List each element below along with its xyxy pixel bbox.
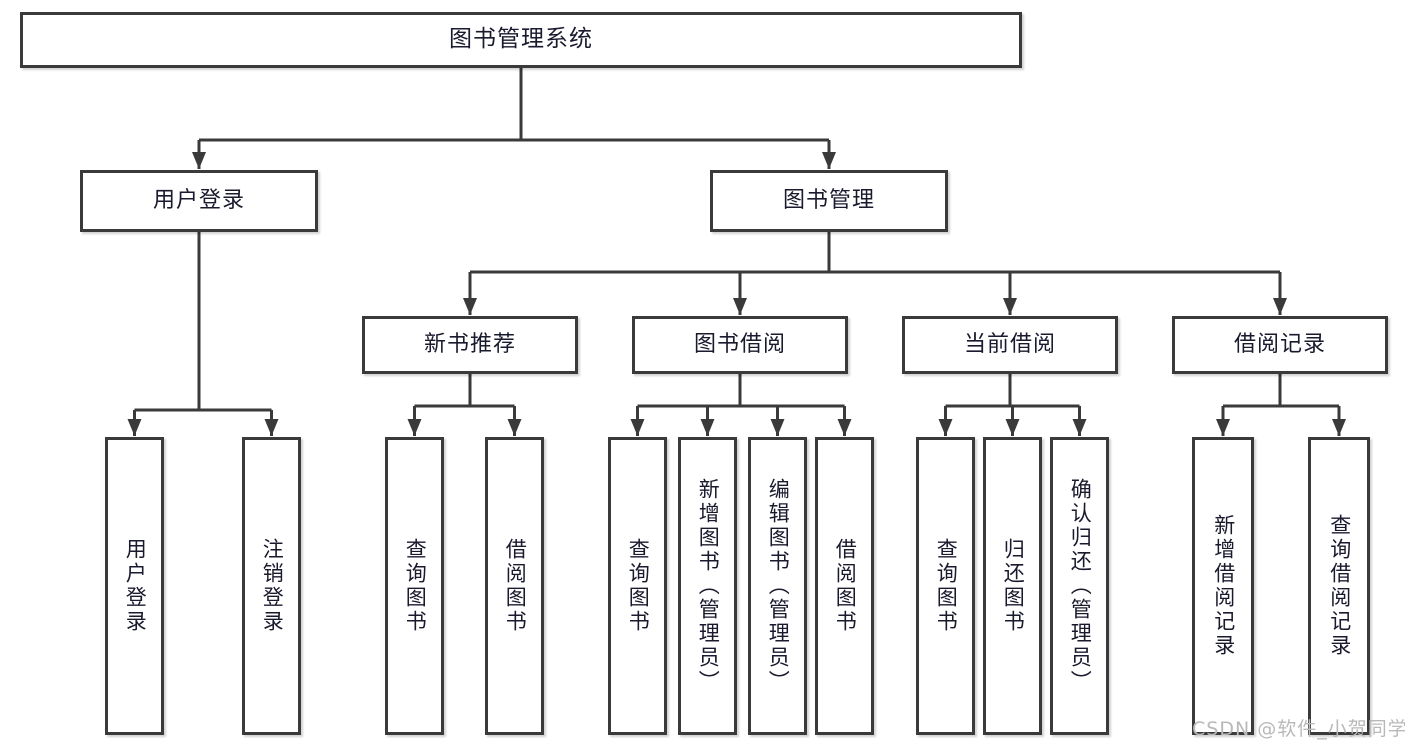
node-label: 确认归还（管理员） <box>1068 478 1093 694</box>
node-label: 新书推荐 <box>423 331 516 357</box>
node-l-cur-2[interactable]: 归还图书 <box>983 437 1042 735</box>
node-l-rec-2[interactable]: 查询借阅记录 <box>1308 437 1370 735</box>
node-label: 查询借阅记录 <box>1327 514 1352 658</box>
node-label: 新增图书（管理员） <box>696 478 721 694</box>
arrowhead-icon <box>463 298 477 315</box>
node-l-bor-4[interactable]: 借阅图书 <box>815 437 874 735</box>
node-label: 新增借阅记录 <box>1211 514 1236 658</box>
node-l-new-2[interactable]: 借阅图书 <box>485 437 544 735</box>
node-borrow[interactable]: 图书借阅 <box>632 316 848 374</box>
node-label: 用户登录 <box>123 538 148 634</box>
node-current[interactable]: 当前借阅 <box>902 316 1118 374</box>
node-label: 借阅记录 <box>1233 331 1326 357</box>
node-label: 查询图书 <box>934 538 959 634</box>
node-label: 借阅图书 <box>503 538 528 634</box>
arrowhead-icon <box>1216 419 1230 436</box>
node-label: 图书借阅 <box>693 331 786 357</box>
arrowhead-icon <box>1005 419 1020 436</box>
node-l-new-1[interactable]: 查询图书 <box>385 437 444 735</box>
node-l-bor-3[interactable]: 编辑图书（管理员） <box>748 437 807 735</box>
arrowhead-icon <box>192 152 206 169</box>
arrowhead-icon <box>837 419 852 436</box>
node-l-bor-2[interactable]: 新增图书（管理员） <box>678 437 737 735</box>
node-label: 图书管理系统 <box>449 26 593 53</box>
arrowhead-icon <box>1072 419 1087 436</box>
arrowhead-icon <box>770 419 785 436</box>
node-l-login-2[interactable]: 注销登录 <box>242 437 301 735</box>
arrowhead-icon <box>1003 298 1017 315</box>
node-l-login-1[interactable]: 用户登录 <box>105 437 164 735</box>
arrowhead-icon <box>507 419 522 436</box>
node-records[interactable]: 借阅记录 <box>1172 316 1388 374</box>
node-newbook[interactable]: 新书推荐 <box>362 316 578 374</box>
node-l-bor-1[interactable]: 查询图书 <box>608 437 667 735</box>
arrowhead-icon <box>127 419 142 436</box>
arrowhead-icon <box>938 419 953 436</box>
watermark-text: CSDN @软件_小贺同学 <box>1192 718 1405 740</box>
node-l-cur-1[interactable]: 查询图书 <box>916 437 975 735</box>
arrowhead-icon <box>700 419 715 436</box>
arrowhead-icon <box>1332 419 1346 436</box>
node-l-rec-1[interactable]: 新增借阅记录 <box>1192 437 1254 735</box>
node-label: 查询图书 <box>403 538 428 634</box>
arrowhead-icon <box>822 152 836 169</box>
node-label: 借阅图书 <box>833 538 858 634</box>
node-label: 查询图书 <box>626 538 651 634</box>
arrowhead-icon <box>630 419 645 436</box>
node-label: 当前借阅 <box>963 331 1056 357</box>
arrowhead-icon <box>264 419 279 436</box>
node-label: 图书管理 <box>782 187 875 213</box>
arrowhead-icon <box>733 298 747 315</box>
node-bookmgmt[interactable]: 图书管理 <box>710 170 948 232</box>
arrowhead-icon <box>1273 298 1287 315</box>
node-root[interactable]: 图书管理系统 <box>20 12 1022 68</box>
node-label: 注销登录 <box>260 538 285 634</box>
arrowhead-icon <box>407 419 422 436</box>
node-l-cur-3[interactable]: 确认归还（管理员） <box>1050 437 1109 735</box>
node-label: 用户登录 <box>152 187 245 213</box>
node-label: 归还图书 <box>1001 538 1026 634</box>
node-label: 编辑图书（管理员） <box>766 478 791 694</box>
node-login[interactable]: 用户登录 <box>80 170 318 232</box>
